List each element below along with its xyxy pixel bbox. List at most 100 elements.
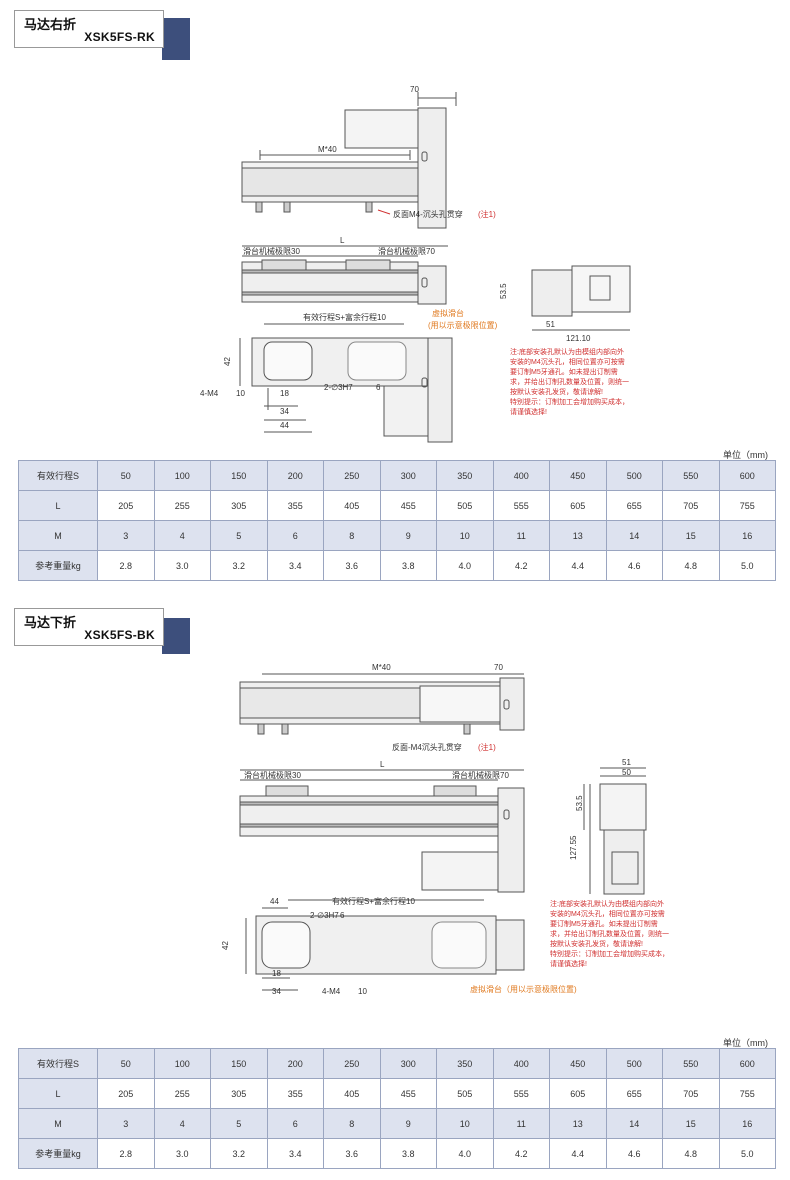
dim-127-55: 127.55 — [569, 835, 578, 860]
note-line: 要订制M5牙通孔。如未提出订制需 — [510, 369, 618, 376]
table-cell: 14 — [605, 1108, 663, 1139]
note-line: 按默认安装孔发货，敬请谅解! — [550, 941, 643, 948]
note1-ref: (注1) — [478, 209, 496, 219]
title-shadow — [162, 618, 190, 654]
end-view — [599, 783, 647, 831]
table-cell: 3.6 — [323, 1138, 381, 1169]
row-header: M — [18, 1108, 98, 1139]
dim-4-m4: 4-M4 — [200, 389, 219, 398]
virtual-slide: 虚拟滑台 — [432, 308, 464, 318]
table-cell: 605 — [549, 490, 607, 521]
section-title-cn: 马达下折 — [24, 615, 77, 630]
table-cell: 755 — [718, 1078, 776, 1109]
dim-70: 70 — [494, 663, 503, 672]
table-cell: 3.2 — [210, 1138, 268, 1169]
dim-51: 51 — [546, 320, 555, 329]
note-line: 特别提示：订制加工会增加购买成本， — [510, 399, 629, 406]
dim-53-5: 53.5 — [575, 795, 584, 811]
table-cell: 100 — [153, 460, 211, 491]
section-motor-right-fold: 马达右折 XSK5FS-RK — [14, 10, 776, 581]
table-cell: 4.0 — [436, 550, 494, 581]
note-line: 请谨慎选择! — [550, 961, 587, 968]
table-cell: 4.4 — [549, 550, 607, 581]
row-header: M — [18, 520, 98, 551]
row-header: 参考重量kg — [18, 550, 98, 581]
table-row: M 3 4 5 6 8 9 10 11 13 14 15 16 — [18, 520, 776, 551]
table-cell: 8 — [323, 1108, 381, 1139]
table-cell: 505 — [436, 1078, 494, 1109]
table-cell: 655 — [605, 490, 663, 521]
dim-34: 34 — [272, 987, 281, 996]
table-cell: 150 — [210, 1048, 268, 1079]
table-cell: 3.4 — [266, 1138, 324, 1169]
dim-hole: 2-∅3H7 — [310, 911, 339, 920]
dim-hole-depth: 6 — [340, 911, 345, 920]
reverse-note: 反面M4-沉头孔贯穿 — [393, 209, 463, 219]
note-line: 特别提示：订制加工会增加购买成本， — [550, 951, 669, 958]
table-cell: 405 — [323, 490, 381, 521]
table-cell: 14 — [605, 520, 663, 551]
table-cell: 100 — [153, 1048, 211, 1079]
table-cell: 15 — [662, 1108, 720, 1139]
table-cell: 50 — [97, 1048, 155, 1079]
table-row: 有效行程S 50 100 150 200 250 300 350 400 450… — [18, 460, 776, 491]
table-cell: 4.4 — [549, 1138, 607, 1169]
row-header: 有效行程S — [18, 1048, 98, 1079]
table-cell: 3.4 — [266, 550, 324, 581]
virtual-slide: 虚拟滑台（用以示意极限位置) — [470, 984, 577, 994]
table-cell: 355 — [266, 490, 324, 521]
dim-34: 34 — [280, 407, 289, 416]
note-line: 要订制M5牙通孔。如未提出订制需 — [550, 921, 658, 928]
reverse-note: 反面-M4沉头孔贯穿 — [392, 742, 462, 752]
drawing-motor-right-fold: 70 M*40 反面M4-沉头孔贯穿 (注1) L 滑台机械极限30 滑台机械极… — [200, 85, 631, 443]
table-cell: 4.2 — [492, 550, 550, 581]
table-cell: 200 — [266, 460, 324, 491]
table-cell: 550 — [662, 460, 720, 491]
table-cell: 5 — [210, 1108, 268, 1139]
dim-stroke: 有效行程S+富余行程10 — [303, 312, 386, 322]
dim-121-10: 121.10 — [566, 334, 591, 343]
title-shadow — [162, 18, 190, 60]
table-cell: 3.0 — [153, 1138, 211, 1169]
table-row: 有效行程S 50 100 150 200 250 300 350 400 450… — [18, 1048, 776, 1079]
dim-4-m4-depth: 10 — [358, 987, 367, 996]
unit-label: 单位（mm) — [723, 1038, 768, 1048]
table-cell: 550 — [662, 1048, 720, 1079]
dim-hole: 2-∅3H7 — [324, 383, 353, 392]
section-motor-down-fold: 马达下折 XSK5FS-BK — [0, 600, 790, 1180]
virtual-slide-note: (用以示意极限位置) — [428, 320, 498, 330]
table-cell: 250 — [323, 460, 381, 491]
table-cell: 3.8 — [379, 1138, 437, 1169]
table-cell: 2.8 — [97, 550, 155, 581]
table-cell: 16 — [718, 1108, 776, 1139]
table-cell: 10 — [436, 520, 494, 551]
table-cell: 500 — [605, 460, 663, 491]
table-cell: 200 — [266, 1048, 324, 1079]
table-cell: 3.6 — [323, 550, 381, 581]
table-row: 参考重量kg 2.8 3.0 3.2 3.4 3.6 3.8 4.0 4.2 4… — [18, 550, 776, 581]
note-line: 请谨慎选择! — [510, 409, 547, 416]
dim-L: L — [340, 236, 345, 245]
table-cell: 655 — [605, 1078, 663, 1109]
spec-table: 有效行程S 50 100 150 200 250 300 350 400 450… — [18, 1048, 776, 1169]
dim-70: 70 — [410, 85, 419, 94]
table-cell: 350 — [436, 1048, 494, 1079]
section-title: 马达右折 XSK5FS-RK — [14, 10, 164, 48]
table-cell: 4.2 — [492, 1138, 550, 1169]
table-cell: 350 — [436, 460, 494, 491]
table-cell: 50 — [97, 460, 155, 491]
table-cell: 15 — [662, 520, 720, 551]
table-cell: 4.6 — [605, 1138, 663, 1169]
table-cell: 455 — [379, 490, 437, 521]
table-cell: 4 — [153, 520, 211, 551]
table-cell: 5 — [210, 520, 268, 551]
table-cell: 4.8 — [662, 550, 720, 581]
table-cell: 705 — [662, 1078, 720, 1109]
limit-30: 滑台机械极限30 — [244, 770, 301, 780]
dim-stroke: 有效行程S+富余行程10 — [332, 896, 415, 906]
table-cell: 450 — [549, 460, 607, 491]
note-line: 注:底部安装孔默认为由模组内部向外 — [550, 901, 664, 908]
table-cell: 13 — [549, 1108, 607, 1139]
table-cell: 455 — [379, 1078, 437, 1109]
table-cell: 5.0 — [718, 550, 776, 581]
